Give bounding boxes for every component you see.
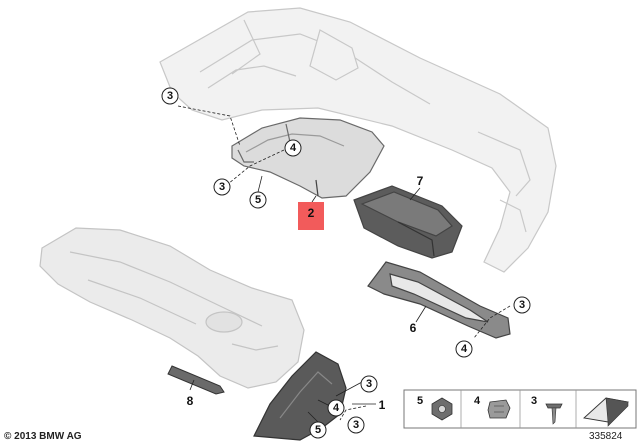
document-number: 335824 — [589, 431, 623, 442]
callout-3e: 3 — [347, 416, 365, 434]
part-8-small-bracket[interactable] — [167, 365, 225, 395]
svg-text:5: 5 — [315, 424, 321, 436]
svg-text:3: 3 — [519, 299, 525, 311]
callout-5a: 5 — [249, 191, 267, 209]
svg-text:3: 3 — [353, 419, 359, 431]
svg-text:4: 4 — [461, 343, 468, 355]
legend-item-adhesive-strip — [583, 397, 629, 427]
callout-7: 7 — [417, 174, 424, 188]
svg-text:3: 3 — [219, 181, 225, 193]
callout-4a: 4 — [284, 139, 302, 157]
svg-text:5: 5 — [417, 395, 423, 407]
svg-text:2: 2 — [308, 206, 315, 220]
part-2-trim-panel[interactable] — [231, 117, 385, 199]
fuel-tank-ghost — [39, 227, 305, 389]
fastener-legend: 5 4 3 — [403, 389, 637, 429]
screw-icon — [545, 403, 563, 409]
callout-3c: 3 — [513, 296, 531, 314]
callout-2-highlighted[interactable]: 2 — [298, 202, 324, 230]
svg-text:3: 3 — [531, 395, 537, 407]
callout-3b: 3 — [213, 178, 231, 196]
svg-text:4: 4 — [474, 395, 481, 407]
part-7-storage-tray[interactable] — [353, 185, 463, 259]
callout-8: 8 — [187, 394, 194, 408]
legend-item-5-nut: 5 — [417, 395, 453, 421]
svg-text:4: 4 — [333, 402, 340, 414]
leader-lines — [177, 105, 511, 423]
callout-1: 1 — [379, 398, 386, 412]
callout-6: 6 — [410, 321, 417, 335]
callout-3a: 3 — [161, 87, 179, 105]
svg-text:7: 7 — [417, 174, 424, 188]
copyright-notice: © 2013 BMW AG — [4, 431, 82, 442]
svg-text:8: 8 — [187, 394, 194, 408]
rear-bumper-ghost — [159, 7, 557, 273]
part-6-bracket[interactable] — [367, 261, 511, 339]
svg-text:4: 4 — [290, 142, 297, 154]
callout-3d: 3 — [360, 375, 378, 393]
svg-text:1: 1 — [379, 398, 386, 412]
svg-text:5: 5 — [255, 194, 261, 206]
legend-item-4-clip: 4 — [474, 395, 511, 419]
callout-5b: 5 — [309, 421, 327, 439]
svg-text:6: 6 — [410, 321, 417, 335]
legend-item-3-screw: 3 — [531, 395, 563, 425]
callout-4b: 4 — [455, 340, 473, 358]
svg-text:3: 3 — [167, 90, 173, 102]
callout-4c: 4 — [327, 399, 345, 417]
spring-clip-icon — [487, 399, 511, 419]
svg-text:3: 3 — [366, 378, 372, 390]
